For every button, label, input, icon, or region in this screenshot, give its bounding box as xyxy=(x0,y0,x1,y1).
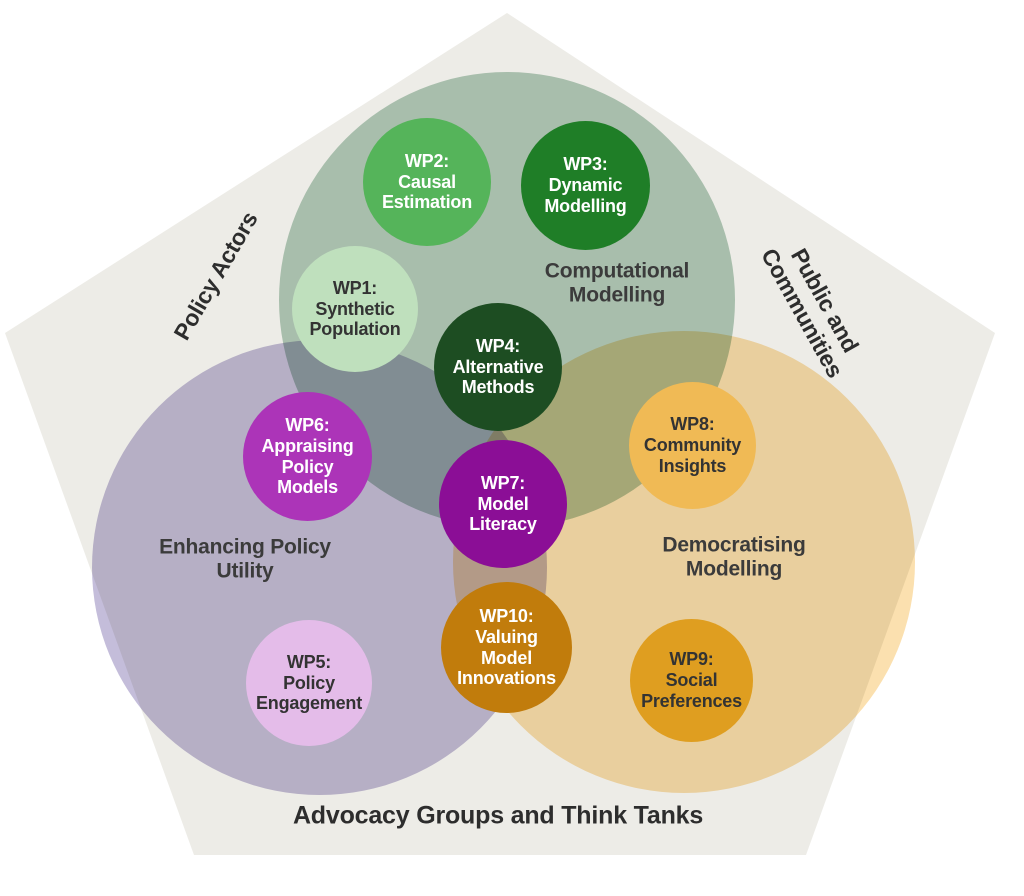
computational-modelling-label: Computational Modelling xyxy=(544,259,690,306)
region-label-line: Modelling xyxy=(568,283,666,306)
wp8-circle: WP8: Community Insights xyxy=(629,382,756,509)
democratising-modelling-label: Democratising Modelling xyxy=(662,533,805,580)
wp-label-line: Appraising xyxy=(261,435,354,456)
wp-label-line: Literacy xyxy=(469,514,537,535)
wp6-circle: WP6: Appraising Policy Models xyxy=(243,392,372,521)
wp-label-line: Preferences xyxy=(641,690,742,711)
wp-label-line: WP7: xyxy=(480,472,526,493)
wp-label-line: Models xyxy=(277,477,338,498)
wp-label-line: Valuing xyxy=(475,626,538,647)
wp-label-line: Model xyxy=(477,493,529,514)
wp-label-line: WP3: xyxy=(563,154,608,175)
wp-label-line: Causal xyxy=(398,171,456,192)
region-label-line: Modelling xyxy=(685,557,783,580)
region-label-line: Computational xyxy=(544,259,690,283)
wp-label-line: Synthetic xyxy=(315,298,395,319)
wp-label-line: Social xyxy=(665,670,718,691)
advocacy-groups-text: Advocacy Groups and Think Tanks xyxy=(292,801,704,830)
wp-label-line: Policy xyxy=(283,672,335,693)
wp1-circle: WP1: Synthetic Population xyxy=(292,246,418,372)
wp-label-line: WP6: xyxy=(285,415,330,436)
wp-label-line: Insights xyxy=(658,455,727,476)
wp4-circle: WP4: Alternative Methods xyxy=(434,303,562,431)
region-label-line: Enhancing Policy xyxy=(159,535,331,559)
region-label-line: Democratising xyxy=(662,533,806,557)
wp5-circle: WP5: Policy Engagement xyxy=(246,620,372,746)
wp-label-line: Engagement xyxy=(255,693,363,714)
wp-label-line: Population xyxy=(309,319,401,340)
wp-label-line: Innovations xyxy=(457,668,556,689)
wp-label-line: WP4: xyxy=(475,335,521,356)
wp-label-line: WP1: xyxy=(332,277,378,298)
region-label-line: Utility xyxy=(216,559,274,582)
wp-label-line: WP5: xyxy=(286,651,332,672)
wp2-circle: WP2: Causal Estimation xyxy=(363,118,491,246)
wp-label-line: WP2: xyxy=(404,150,450,171)
wp9-circle: WP9: Social Preferences xyxy=(630,619,753,742)
wp-label-line: Modelling xyxy=(544,195,627,216)
wp-label-line: Methods xyxy=(461,377,535,398)
wp-label-line: Community xyxy=(643,435,742,456)
enhancing-policy-utility-label: Enhancing Policy Utility xyxy=(159,535,331,582)
wp7-circle: WP7: Model Literacy xyxy=(439,440,567,568)
wp10-circle: WP10: Valuing Model Innovations xyxy=(441,582,572,713)
wp-label-line: Alternative xyxy=(452,356,544,377)
wp-label-line: WP10: xyxy=(479,606,534,627)
wp-label-line: Estimation xyxy=(381,192,472,213)
wp-label-line: WP9: xyxy=(669,649,714,670)
wp3-circle: WP3: Dynamic Modelling xyxy=(521,121,650,250)
wp-label-line: Model xyxy=(481,647,532,668)
wp-label-line: Dynamic xyxy=(548,175,623,196)
wp-label-line: WP8: xyxy=(670,414,715,435)
advocacy-groups-label: Advocacy Groups and Think Tanks xyxy=(293,802,703,831)
wp-label-line: Policy xyxy=(281,456,334,477)
